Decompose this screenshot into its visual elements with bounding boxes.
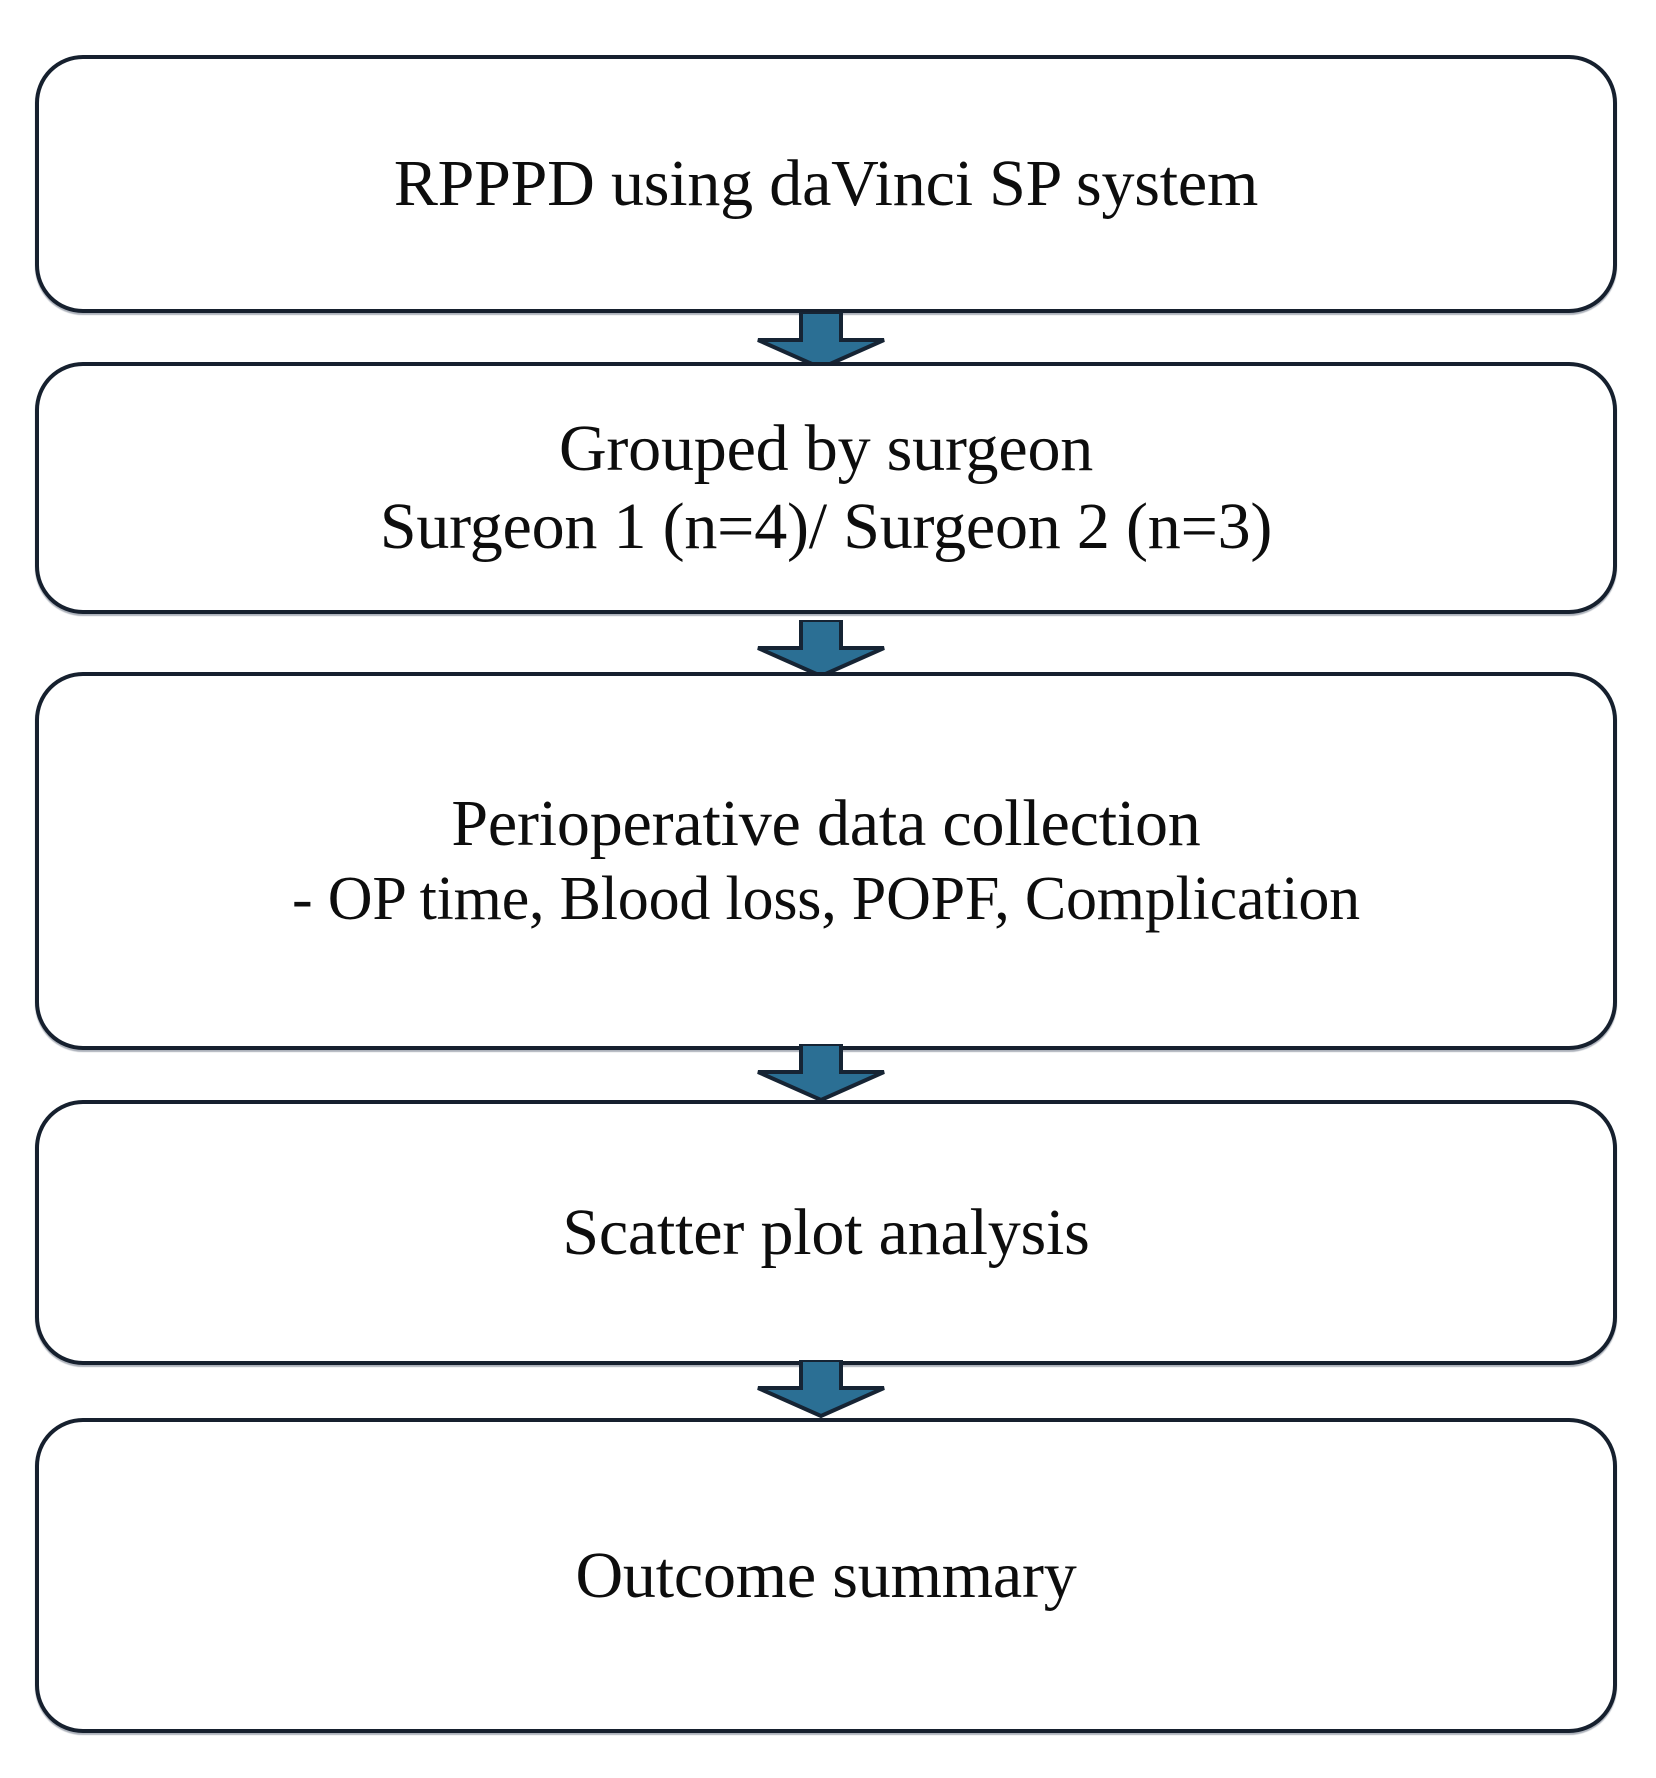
flow-node-step-1-line-1: RPPPD using daVinci SP system — [393, 147, 1259, 221]
down-arrow-icon-4 — [756, 1360, 886, 1418]
flow-node-step-2-line-2: Surgeon 1 (n=4)/ Surgeon 2 (n=3) — [379, 490, 1273, 563]
flow-node-step-5-line-1: Outcome summary — [575, 1538, 1077, 1612]
flow-node-step-5: Outcome summary — [35, 1418, 1617, 1733]
flow-node-step-2-line-1: Grouped by surgeon — [558, 412, 1094, 486]
flow-node-step-3-line-1: Perioperative data collection — [451, 787, 1201, 861]
flow-node-step-4-line-1: Scatter plot analysis — [562, 1195, 1090, 1269]
flow-node-step-2: Grouped by surgeon Surgeon 1 (n=4)/ Surg… — [35, 362, 1617, 614]
flow-node-step-3-line-2: - OP time, Blood loss, POPF, Complicatio… — [292, 865, 1360, 934]
flow-node-step-1: RPPPD using daVinci SP system — [35, 55, 1617, 313]
down-arrow-icon-2 — [756, 620, 886, 678]
down-arrow-icon-1 — [756, 312, 886, 370]
down-arrow-icon-3 — [756, 1044, 886, 1102]
flow-node-step-3: Perioperative data collection - OP time,… — [35, 672, 1617, 1050]
flow-node-step-4: Scatter plot analysis — [35, 1100, 1617, 1365]
